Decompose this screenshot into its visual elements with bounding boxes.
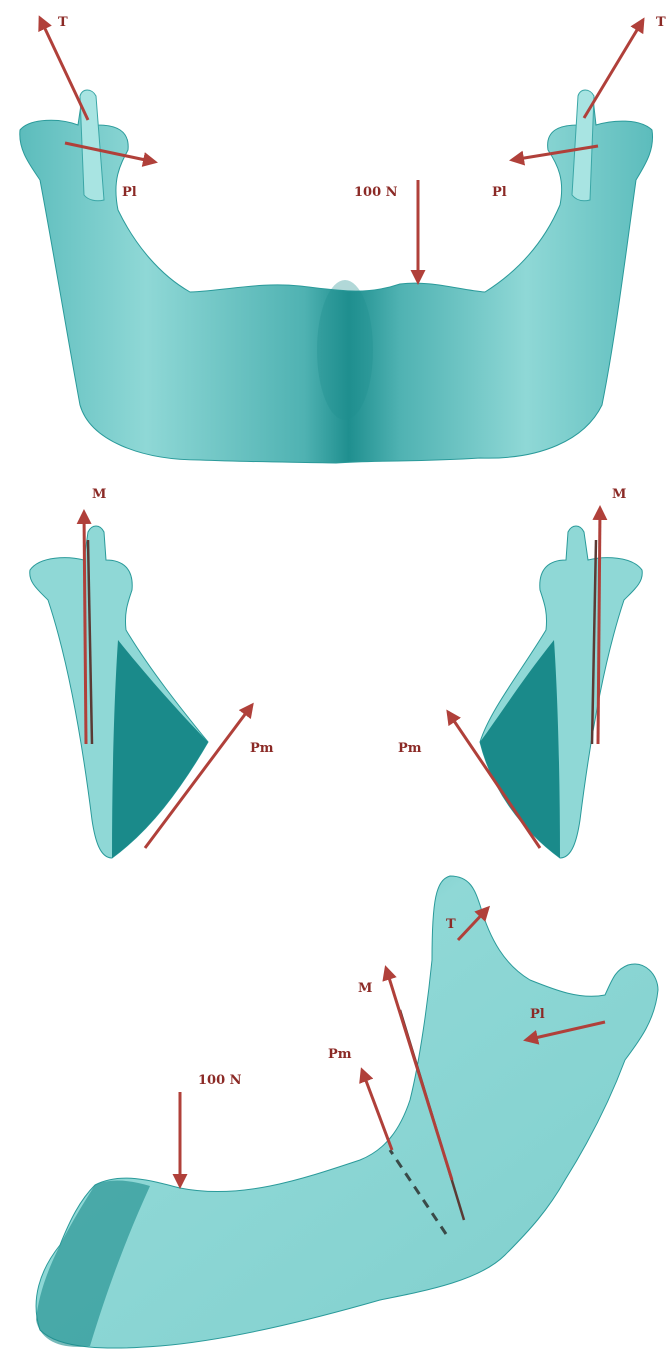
arrow-t-left <box>40 18 88 120</box>
top-view: T Pl T Pl 100 N <box>20 15 666 463</box>
ramus-left-shadow <box>112 640 208 858</box>
label-pl-right: Pl <box>492 185 507 200</box>
label-m-lateral: M <box>358 981 372 996</box>
middle-view: M Pm M Pm <box>30 487 643 858</box>
label-pl-left: Pl <box>122 185 137 200</box>
label-bite-force-bottom: 100 N <box>198 1073 242 1088</box>
arrow-t-right <box>584 20 643 118</box>
label-t-lateral: T <box>446 917 456 932</box>
label-t-right: T <box>656 15 666 30</box>
arrow-m-left <box>84 512 86 744</box>
label-pm-lateral: Pm <box>328 1047 352 1062</box>
chin-shadow <box>317 280 373 420</box>
label-m-right: M <box>612 487 626 502</box>
label-m-left: M <box>92 487 106 502</box>
label-t-left: T <box>58 15 68 30</box>
bottom-view: 100 N T Pl M Pm <box>36 876 658 1348</box>
ramus-right <box>480 526 642 858</box>
label-bite-force-top: 100 N <box>354 185 398 200</box>
label-pm-left: Pm <box>250 741 274 756</box>
mandible-lateral <box>36 876 658 1348</box>
arrow-pm-lateral <box>362 1070 392 1150</box>
label-pm-right: Pm <box>398 741 422 756</box>
arrow-m-right <box>598 508 600 744</box>
label-pl-lateral: Pl <box>530 1007 545 1022</box>
